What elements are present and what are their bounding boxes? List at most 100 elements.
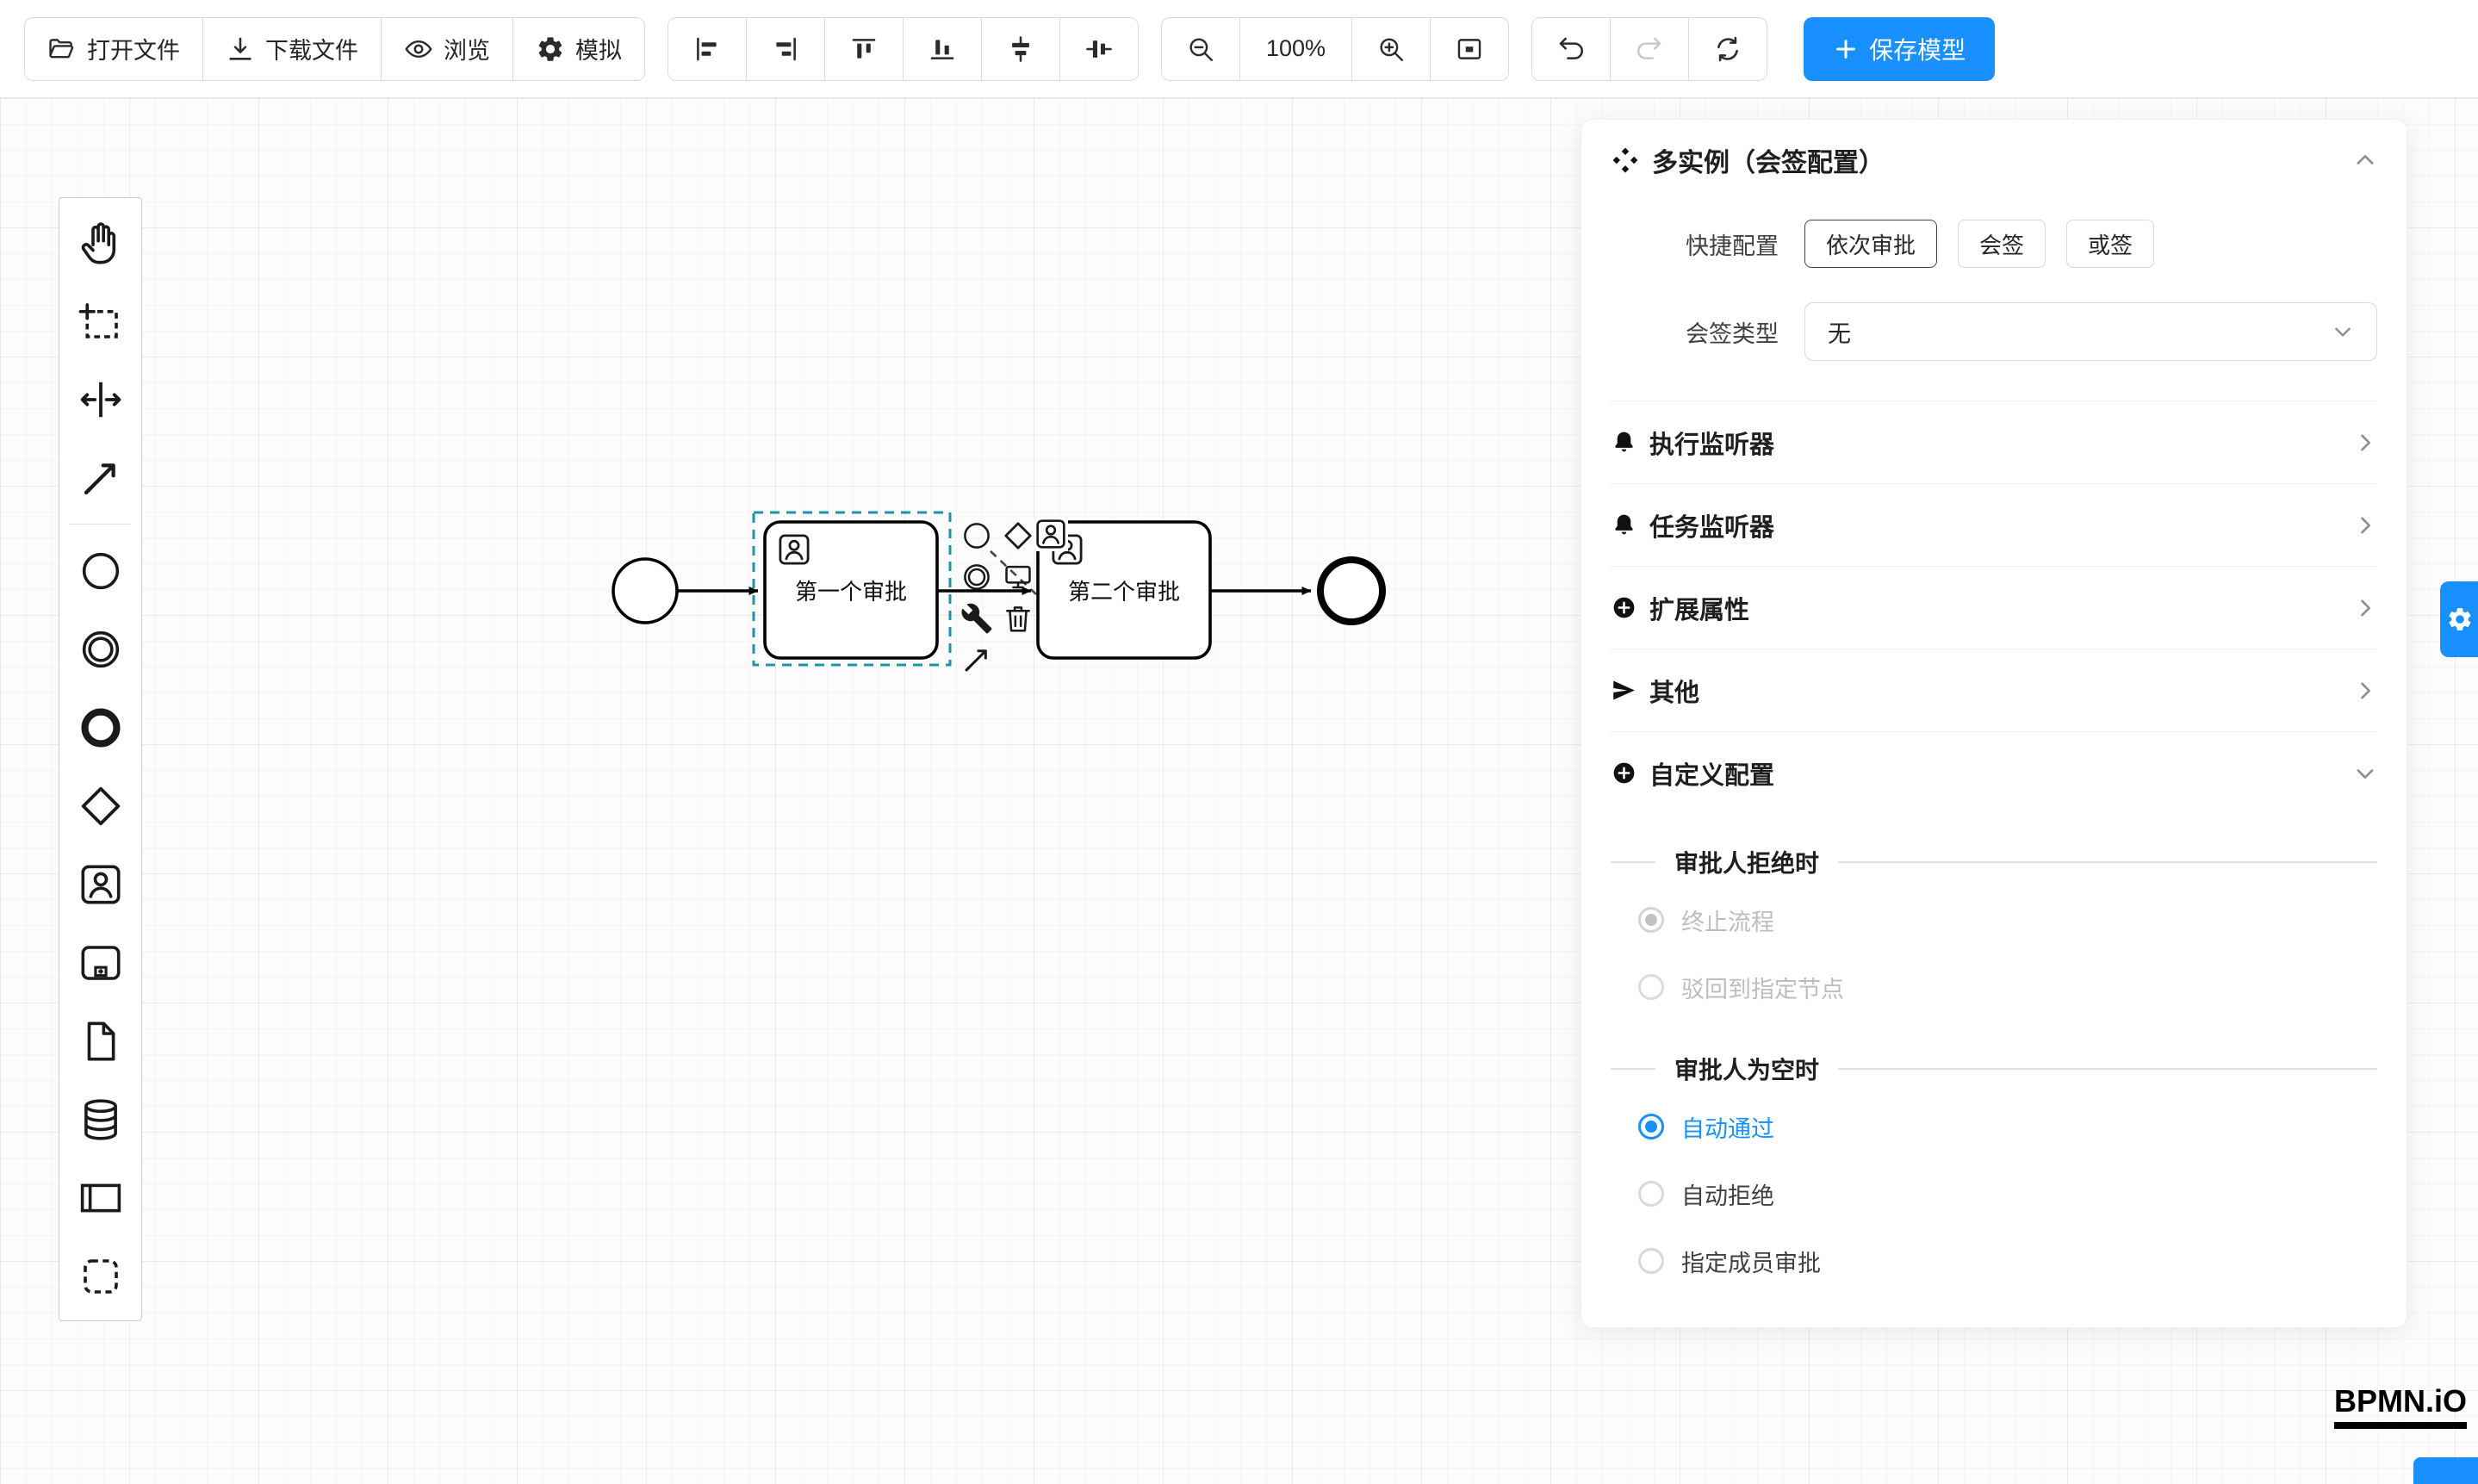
bell-icon: [1611, 429, 1637, 456]
create-start-event[interactable]: [59, 531, 141, 610]
open-file-button[interactable]: 打开文件: [25, 17, 203, 80]
radio-label: 自动拒绝: [1681, 1183, 1774, 1209]
section-execution-listener[interactable]: 执行监听器: [1611, 400, 2377, 483]
corner-action-button[interactable]: [2413, 1457, 2478, 1484]
global-connect-tool[interactable]: [59, 438, 141, 517]
align-bottom-button[interactable]: [904, 17, 982, 80]
sign-type-select[interactable]: 无: [1804, 302, 2377, 361]
section-extended-properties[interactable]: 扩展属性: [1611, 566, 2377, 649]
create-subprocess[interactable]: [59, 923, 141, 1002]
zoom-in-icon: [1376, 34, 1406, 64]
delete-button[interactable]: [997, 598, 1039, 639]
simulate-button[interactable]: 模拟: [513, 17, 644, 80]
create-group[interactable]: [59, 1237, 141, 1315]
create-data-object[interactable]: [59, 1002, 141, 1080]
lasso-tool[interactable]: [59, 282, 141, 360]
create-data-store[interactable]: [59, 1080, 141, 1158]
section-task-listener[interactable]: 任务监听器: [1611, 483, 2377, 566]
empty-section-title: 审批人为空时: [1674, 1057, 1820, 1084]
append-end-event-button[interactable]: [956, 515, 997, 556]
distribute-vertical-icon: [1084, 34, 1114, 64]
align-left-button[interactable]: [668, 17, 747, 80]
save-model-button[interactable]: 保存模型: [1804, 16, 1996, 81]
create-end-event[interactable]: [59, 688, 141, 767]
start-event-shape[interactable]: [612, 557, 679, 624]
properties-panel: 多实例（会签配置） 快捷配置 依次审批 会签 或签 会签类型 无 执行监听器: [1581, 119, 2407, 1328]
radio-reject-to-node[interactable]: 驳回到指定节点: [1611, 953, 2377, 1021]
gear-icon: [536, 34, 565, 64]
distribute-vertical-button[interactable]: [1060, 17, 1138, 80]
create-gateway[interactable]: [59, 767, 141, 845]
create-participant[interactable]: [59, 1158, 141, 1237]
connect-arrow-icon: [960, 643, 993, 676]
zoom-in-button[interactable]: [1352, 17, 1432, 80]
section-other[interactable]: 其他: [1611, 649, 2377, 731]
preview-button[interactable]: 浏览: [382, 17, 513, 80]
selection-outline: [752, 511, 952, 667]
fit-viewport-button[interactable]: [1431, 17, 1509, 80]
zoom-out-button[interactable]: [1162, 17, 1240, 80]
radio-circle-icon: [1638, 1114, 1664, 1139]
subprocess-icon: [78, 940, 124, 986]
align-tools-group: [668, 16, 1139, 81]
context-pad: [956, 515, 1039, 680]
sign-type-row: 会签类型 无: [1611, 302, 2377, 361]
radio-circle-icon: [1638, 974, 1664, 1000]
radio-auto-reject[interactable]: 自动拒绝: [1611, 1160, 2377, 1227]
align-top-button[interactable]: [825, 17, 904, 80]
settings-toggle-tab[interactable]: [2440, 581, 2478, 657]
radio-auto-pass[interactable]: 自动通过: [1611, 1093, 2377, 1160]
plus-circle-icon: [1611, 594, 1637, 621]
user-task-1[interactable]: 第一个审批: [763, 520, 939, 660]
send-icon: [1611, 677, 1637, 704]
quick-option-sequential[interactable]: 依次审批: [1804, 220, 1938, 268]
folder-open-icon: [47, 34, 77, 64]
quick-option-countersign[interactable]: 会签: [1958, 220, 2046, 268]
chevron-up-icon[interactable]: [2353, 148, 2377, 172]
zoom-out-icon: [1186, 34, 1215, 64]
chevron-right-icon: [2353, 679, 2377, 703]
trash-icon: [1002, 602, 1034, 635]
panel-header[interactable]: 多实例（会签配置）: [1611, 120, 2377, 201]
plus-icon: [1833, 36, 1859, 62]
reject-section-divider: 审批人拒绝时: [1611, 838, 2377, 886]
user-task-2[interactable]: 第二个审批: [1036, 520, 1212, 660]
distribute-horizontal-icon: [1006, 34, 1035, 64]
radio-label: 指定成员审批: [1681, 1250, 1821, 1276]
end-event-icon: [78, 705, 124, 751]
zoom-group: 100%: [1161, 16, 1510, 81]
undo-button[interactable]: [1532, 17, 1612, 80]
reset-button[interactable]: [1689, 17, 1767, 80]
sign-type-label: 会签类型: [1686, 320, 1779, 347]
create-intermediate-event[interactable]: [59, 610, 141, 688]
redo-button[interactable]: [1611, 17, 1690, 80]
connect-button[interactable]: [956, 639, 997, 680]
screen-icon: [1002, 561, 1034, 593]
divider-line: [1611, 861, 1655, 863]
append-intermediate-event-button[interactable]: [956, 556, 997, 598]
simulate-label: 模拟: [575, 38, 622, 64]
connect-arrow-icon: [78, 455, 124, 501]
align-right-button[interactable]: [747, 17, 825, 80]
section-custom-config[interactable]: 自定义配置: [1611, 731, 2377, 814]
append-task-button[interactable]: [997, 556, 1039, 598]
radio-terminate-process[interactable]: 终止流程: [1611, 886, 2377, 953]
chevron-right-icon: [2353, 513, 2377, 537]
distribute-horizontal-button[interactable]: [982, 17, 1060, 80]
quick-option-orsign[interactable]: 或签: [2066, 220, 2155, 268]
task2-label: 第二个审批: [1068, 579, 1180, 605]
hand-tool[interactable]: [59, 203, 141, 282]
radio-designated-member[interactable]: 指定成员审批: [1611, 1227, 2377, 1295]
user-task-icon: [78, 861, 124, 908]
space-tool[interactable]: [59, 360, 141, 438]
plus-circle-icon: [1611, 760, 1637, 786]
file-actions-group: 打开文件 下载文件 浏览 模拟: [24, 16, 645, 81]
create-user-task[interactable]: [59, 845, 141, 923]
divider-line: [1838, 861, 2377, 863]
radio-label: 自动通过: [1681, 1115, 1774, 1142]
change-type-button[interactable]: [956, 598, 997, 639]
end-event-shape[interactable]: [1317, 556, 1386, 625]
append-user-task-button[interactable]: [1030, 513, 1071, 555]
download-file-button[interactable]: 下载文件: [203, 17, 382, 80]
